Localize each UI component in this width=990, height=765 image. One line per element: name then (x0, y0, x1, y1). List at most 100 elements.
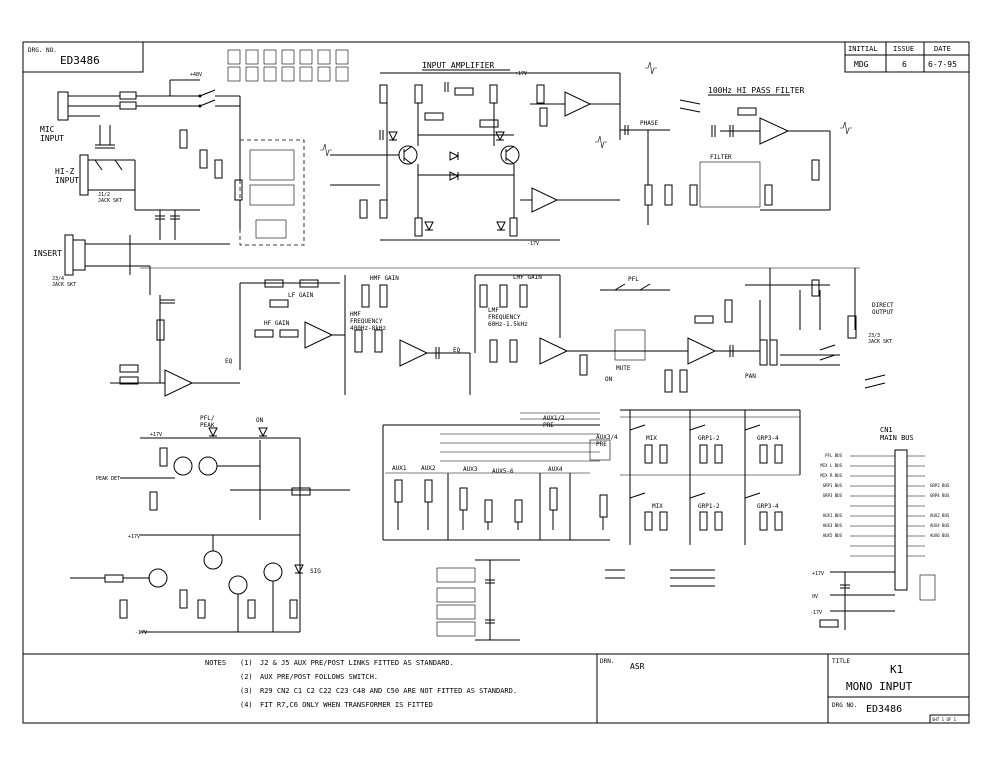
note-1-num: (1) (240, 659, 253, 667)
aux3-label: AUX3 (463, 466, 478, 473)
rev-header-issue: ISSUE (893, 45, 914, 53)
bus-label-grp3: GRP3 BUS (823, 493, 843, 498)
aux56-label: AUX5-6 (492, 468, 514, 475)
bus-minus17v: -17V (810, 610, 822, 616)
note-1-text: J2 & J5 AUX PRE/POST LINKS FITTED AS STA… (260, 659, 454, 667)
mix-label-1: MIX (646, 435, 657, 442)
hipass-title: 100Hz HI PASS FILTER (708, 86, 805, 95)
aux1-label: AUX1 (392, 465, 407, 472)
note-2-num: (2) (240, 673, 253, 681)
link-pads (227, 49, 349, 82)
decoupling-caps (436, 559, 520, 641)
bus-label-mixl: MIX L BUS (820, 463, 842, 468)
pfl-label: PFL (628, 276, 639, 283)
note-3-num: (3) (240, 687, 253, 695)
title-line-2: MONO INPUT (846, 680, 913, 693)
meter-plus17v-2: +17V (128, 534, 140, 540)
grp34-label-2: GRP3-4 (757, 503, 779, 510)
meter-plus17v-1: +17V (150, 432, 162, 438)
bus-label-grp1: GRP1 BUS (823, 483, 843, 488)
hf-gain-label: HF GAIN (264, 320, 290, 327)
eq-left-label: EQ (225, 358, 233, 365)
input-amplifier: INPUT AMPLIFIER +17V -17V (320, 61, 852, 247)
drn-value: ASR (630, 662, 645, 671)
transformer-option (239, 139, 305, 246)
drn-label: DRN. (600, 658, 614, 665)
title-drg-no-label: DRG NO. (832, 702, 857, 709)
sheet-number: SHT 1 OF 1 (932, 717, 957, 722)
amp-minus17v: -17V (527, 241, 539, 247)
bus-plus17v: +17V (812, 571, 824, 577)
mix-label-2: MIX (652, 503, 663, 510)
note-3-text: R29 CN2 C1 C2 C22 C23 C48 AND C50 ARE NO… (260, 687, 517, 695)
on-switch-label: ON (605, 376, 613, 383)
lmf-gain-label: LMF GAIN (513, 274, 542, 281)
note-4-num: (4) (240, 701, 253, 709)
drg-no: ED3486 (60, 54, 100, 67)
peak-det-label: PEAK DET (96, 476, 120, 482)
bus-label-pfl: PFL BUS (825, 453, 842, 458)
revision-table: INITIAL ISSUE DATE MDG 6 6-7-95 (844, 41, 970, 73)
filter-label: FILTER (710, 154, 732, 161)
bus-label-aux6: AUX6 BUS (930, 533, 950, 538)
plus48v-label: +48V (190, 72, 202, 78)
rev-date: 6-7-95 (928, 60, 957, 69)
bus-label-aux1: AUX1 BUS (823, 513, 843, 518)
grp12-label-1: GRP1-2 (698, 435, 720, 442)
rev-initial: MDG (854, 60, 869, 69)
note-4-text: FIT R7,C6 ONLY WHEN TRANSFORMER IS FITTE… (260, 701, 433, 709)
grp34-label-1: GRP3-4 (757, 435, 779, 442)
on-led-label: ON (256, 417, 264, 424)
phase-hipass: PHASE 100Hz HI PASS FILTER FILTER (620, 86, 831, 225)
bus-label-aux3: AUX3 BUS (823, 523, 843, 528)
bus-zero-v: 0V (812, 594, 818, 600)
drawing-number-box: DRG. NO. ED3486 (22, 41, 144, 73)
title-label: TITLE (832, 658, 850, 665)
lf-gain-label: LF GAIN (288, 292, 314, 299)
switch-detail (605, 569, 715, 587)
hmf-gain-label: HMF GAIN (370, 275, 399, 282)
grp12-label-2: GRP1-2 (698, 503, 720, 510)
gain-network (155, 96, 243, 240)
sig-label: SIG (310, 568, 321, 575)
rev-header-date: DATE (934, 45, 951, 53)
note-2-text: AUX PRE/POST FOLLOWS SWITCH. (260, 673, 378, 681)
drg-no-label: DRG. NO. (28, 47, 57, 54)
title-drg-no: ED3486 (866, 704, 902, 715)
title-block: DRN. ASR TITLE K1 MONO INPUT DRG NO. ED3… (596, 654, 969, 723)
bus-lines (850, 455, 925, 557)
bus-label-mixr: MIX R BUS (820, 473, 842, 478)
notes-heading: NOTES (205, 659, 226, 667)
bus-label-aux2: AUX2 BUS (930, 513, 950, 518)
eq-mid-label: EQ (453, 347, 461, 354)
routing-switches: MIX GRP1-2 GRP3-4 MIX GRP1-2 GRP3-4 (620, 409, 801, 545)
phase-label: PHASE (640, 120, 658, 127)
rev-issue: 6 (902, 60, 907, 69)
pan-label: PAN (745, 373, 756, 380)
aux2-label: AUX2 (421, 465, 436, 472)
mute-label: MUTE (616, 365, 631, 372)
bus-label-aux5: AUX5 BUS (823, 533, 843, 538)
rev-header-initial: INITIAL (848, 45, 878, 53)
bus-label-aux4: AUX4 BUS (930, 523, 950, 528)
amp-plus17v: +17V (515, 71, 527, 77)
sheet-border (22, 41, 970, 724)
